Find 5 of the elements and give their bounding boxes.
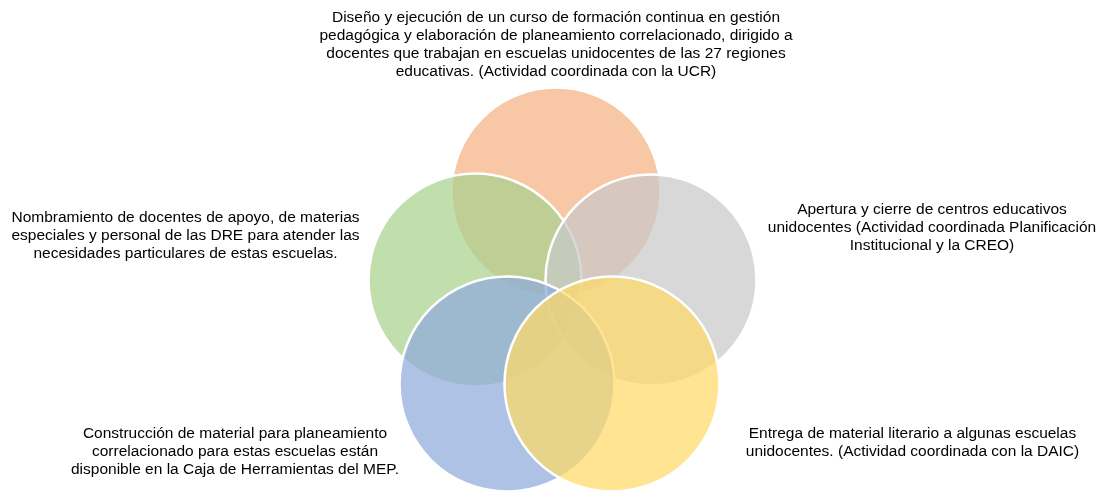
description-text: Entrega de material literario a algunas escuelas unidocentes. (Actividad coordinada con la DAIC)	[744, 424, 1081, 460]
description-text: Construcción de material para planeamiento correlacionado para estas escuelas están disponible en la Caja de Herramientas del MEP.	[70, 424, 400, 478]
description-text: Apertura y cierre de centros educativos unidocentes (Actividad coordinada Planificación Institucional y la CREO)	[766, 200, 1097, 254]
description-text: Nombramiento de docentes de apoyo, de materias especiales y personal de las DRE para atender las necesidades particulares de estas escuelas.	[10, 208, 361, 262]
description-text: Diseño y ejecución de un curso de formación continua en gestión pedagógica y elaboración de planeamiento correlacionado, dirigido a docentes que trabajan en escuelas unidocentes de las 27 regiones educativas. (Actividad coordinada con la UCR)	[318, 8, 794, 80]
